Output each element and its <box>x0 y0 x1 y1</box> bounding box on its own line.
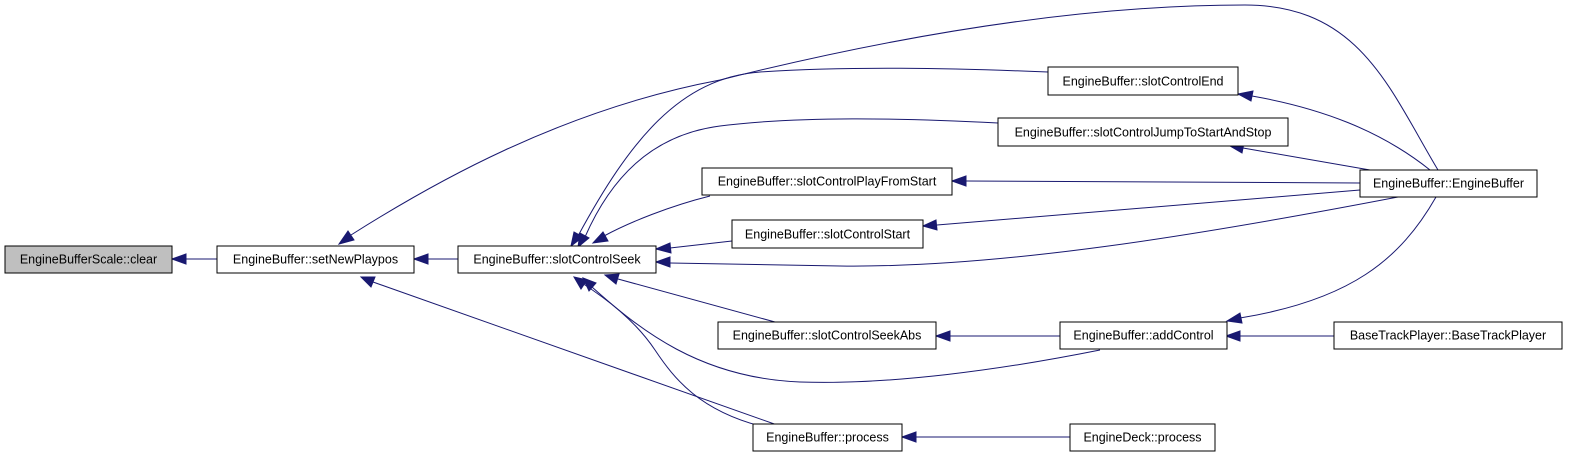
node-label-slotcontroljumptostartandstop: EngineBuffer::slotControlJumpToStartAndS… <box>1015 126 1272 140</box>
node-slotcontrolstart[interactable]: EngineBuffer::slotControlStart <box>731 219 924 249</box>
edge-playfromstart-to-slotcontrolseek <box>603 195 711 237</box>
node-label-enginebufferscale-clear: EngineBufferScale::clear <box>20 253 157 267</box>
arrowhead-slotcontrolseek-3 <box>591 231 609 244</box>
node-enginebufferscale-clear[interactable]: EngineBufferScale::clear <box>4 245 173 274</box>
node-label-process: EngineBuffer::process <box>766 431 889 445</box>
node-label-slotcontrolseek: EngineBuffer::slotControlSeek <box>473 253 641 267</box>
node-label-slotcontrolend: EngineBuffer::slotControlEnd <box>1063 75 1224 89</box>
arrowhead-slotcontrolstart <box>921 219 938 231</box>
arrowhead-slotcontrolseek-4 <box>654 242 672 254</box>
arrowhead-slotcontrolend <box>1236 90 1254 102</box>
node-label-slotcontrolplayfromstart: EngineBuffer::slotControlPlayFromStart <box>718 175 937 189</box>
node-label-setnewplaypos: EngineBuffer::setNewPlaypos <box>233 253 398 267</box>
arrowhead-seekabs <box>934 330 951 342</box>
node-enginedeck-process[interactable]: EngineDeck::process <box>1069 423 1216 452</box>
node-label-slotcontrolseekabs: EngineBuffer::slotControlSeekAbs <box>733 329 922 343</box>
arrowhead-setnewplaypos-2 <box>337 230 355 245</box>
edge-seekabs-to-slotcontrolseek <box>617 278 776 323</box>
node-addcontrol[interactable]: EngineBuffer::addControl <box>1059 321 1228 350</box>
arrowhead-process <box>900 431 917 443</box>
edge-slotcontrolend-to-slotcontrolseek <box>577 67 1049 237</box>
edge-jumptostart-to-slotcontrolseek <box>584 118 999 238</box>
edge-addcontrol-to-slotcontrolseek <box>591 286 1101 383</box>
edge-process-to-slotcontrolseek <box>581 282 761 427</box>
node-slotcontrolend[interactable]: EngineBuffer::slotControlEnd <box>1047 66 1239 96</box>
node-slotcontrolseek[interactable]: EngineBuffer::slotControlSeek <box>457 245 657 274</box>
node-enginebuffer-constructor[interactable]: EngineBuffer::EngineBuffer <box>1359 169 1538 198</box>
arrowhead-addcontrol-2 <box>1224 330 1241 342</box>
arrowhead-slotcontrolseek-2 <box>577 232 590 249</box>
edge-slotcontrolstart-to-slotcontrolseek <box>669 240 733 249</box>
arrowhead-slotcontrolseek-5 <box>654 256 671 268</box>
nodes: EngineBufferScale::clear EngineBuffer::s… <box>4 66 1563 452</box>
arrowhead-slotcontrolseek-6 <box>603 273 620 285</box>
node-basetrackplayer[interactable]: BaseTrackPlayer::BaseTrackPlayer <box>1333 321 1563 350</box>
arrowhead-playfromstart <box>950 175 967 187</box>
node-process[interactable]: EngineBuffer::process <box>752 423 903 452</box>
edge-process-to-setnewplaypos <box>372 281 781 427</box>
arrowhead-clear <box>170 253 187 265</box>
node-slotcontrolplayfromstart[interactable]: EngineBuffer::slotControlPlayFromStart <box>701 167 953 196</box>
arrowhead-addcontrol-1 <box>1225 312 1243 324</box>
node-label-slotcontrolstart: EngineBuffer::slotControlStart <box>745 228 911 242</box>
node-setnewplaypos[interactable]: EngineBuffer::setNewPlaypos <box>216 245 415 274</box>
edge-enginebuffer-to-addcontrol <box>1239 196 1437 319</box>
arrowhead-slotcontrolseek-8 <box>572 276 588 290</box>
edges <box>170 4 1439 443</box>
edge-enginebuffer-to-slotcontrolseek <box>669 196 1399 267</box>
node-label-addcontrol: EngineBuffer::addControl <box>1073 329 1213 343</box>
edge-enginebuffer-to-jumptostart <box>1242 147 1371 171</box>
node-label-enginedeck-process: EngineDeck::process <box>1083 431 1201 445</box>
node-slotcontrolseekabs[interactable]: EngineBuffer::slotControlSeekAbs <box>717 321 937 350</box>
edge-enginebuffer-to-slotcontrolend <box>1251 95 1431 171</box>
edge-enginebuffer-to-setnewplaypos <box>350 4 1439 236</box>
edge-enginebuffer-to-playfromstart <box>965 180 1361 184</box>
node-label-enginebuffer-constructor: EngineBuffer::EngineBuffer <box>1373 177 1524 191</box>
edge-enginebuffer-to-slotcontrolstart <box>936 189 1361 226</box>
node-label-basetrackplayer: BaseTrackPlayer::BaseTrackPlayer <box>1350 329 1546 343</box>
arrowhead-setnewplaypos-1 <box>412 253 429 265</box>
arrowhead-setnewplaypos-3 <box>359 276 376 288</box>
node-slotcontroljumptostartandstop[interactable]: EngineBuffer::slotControlJumpToStartAndS… <box>997 117 1289 147</box>
